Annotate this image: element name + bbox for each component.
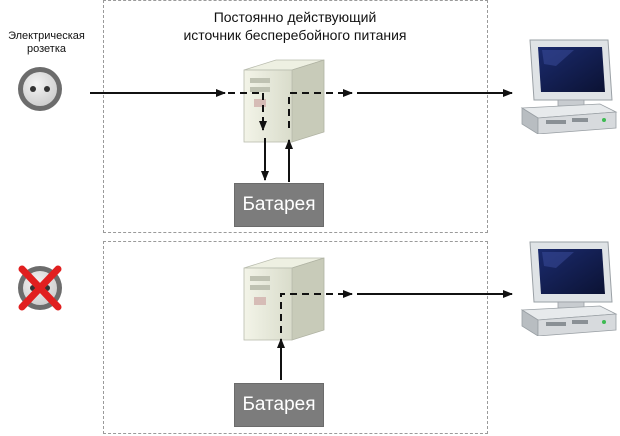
cross-icon xyxy=(18,265,62,311)
power-socket-icon xyxy=(18,67,62,111)
socket-label: Электрическая розетка xyxy=(8,30,85,55)
panel-title: Постоянно действующий источник бесперебо… xyxy=(183,9,407,43)
battery-label: Батарея xyxy=(242,394,316,415)
battery-box: Батарея xyxy=(234,383,324,427)
online-ups-panel xyxy=(103,0,488,233)
ups-unit-icon xyxy=(243,257,325,341)
desktop-computer-icon xyxy=(520,241,618,336)
power-socket-disabled-icon xyxy=(18,265,62,311)
battery-mode-panel xyxy=(103,241,488,434)
inverter-path-arrow xyxy=(288,89,353,128)
battery-label: Батарея xyxy=(242,194,316,215)
ups-unit-icon xyxy=(243,59,325,143)
battery-box: Батарея xyxy=(234,183,324,227)
desktop-computer-icon xyxy=(520,39,618,134)
inverter-path-arrow xyxy=(280,290,353,333)
